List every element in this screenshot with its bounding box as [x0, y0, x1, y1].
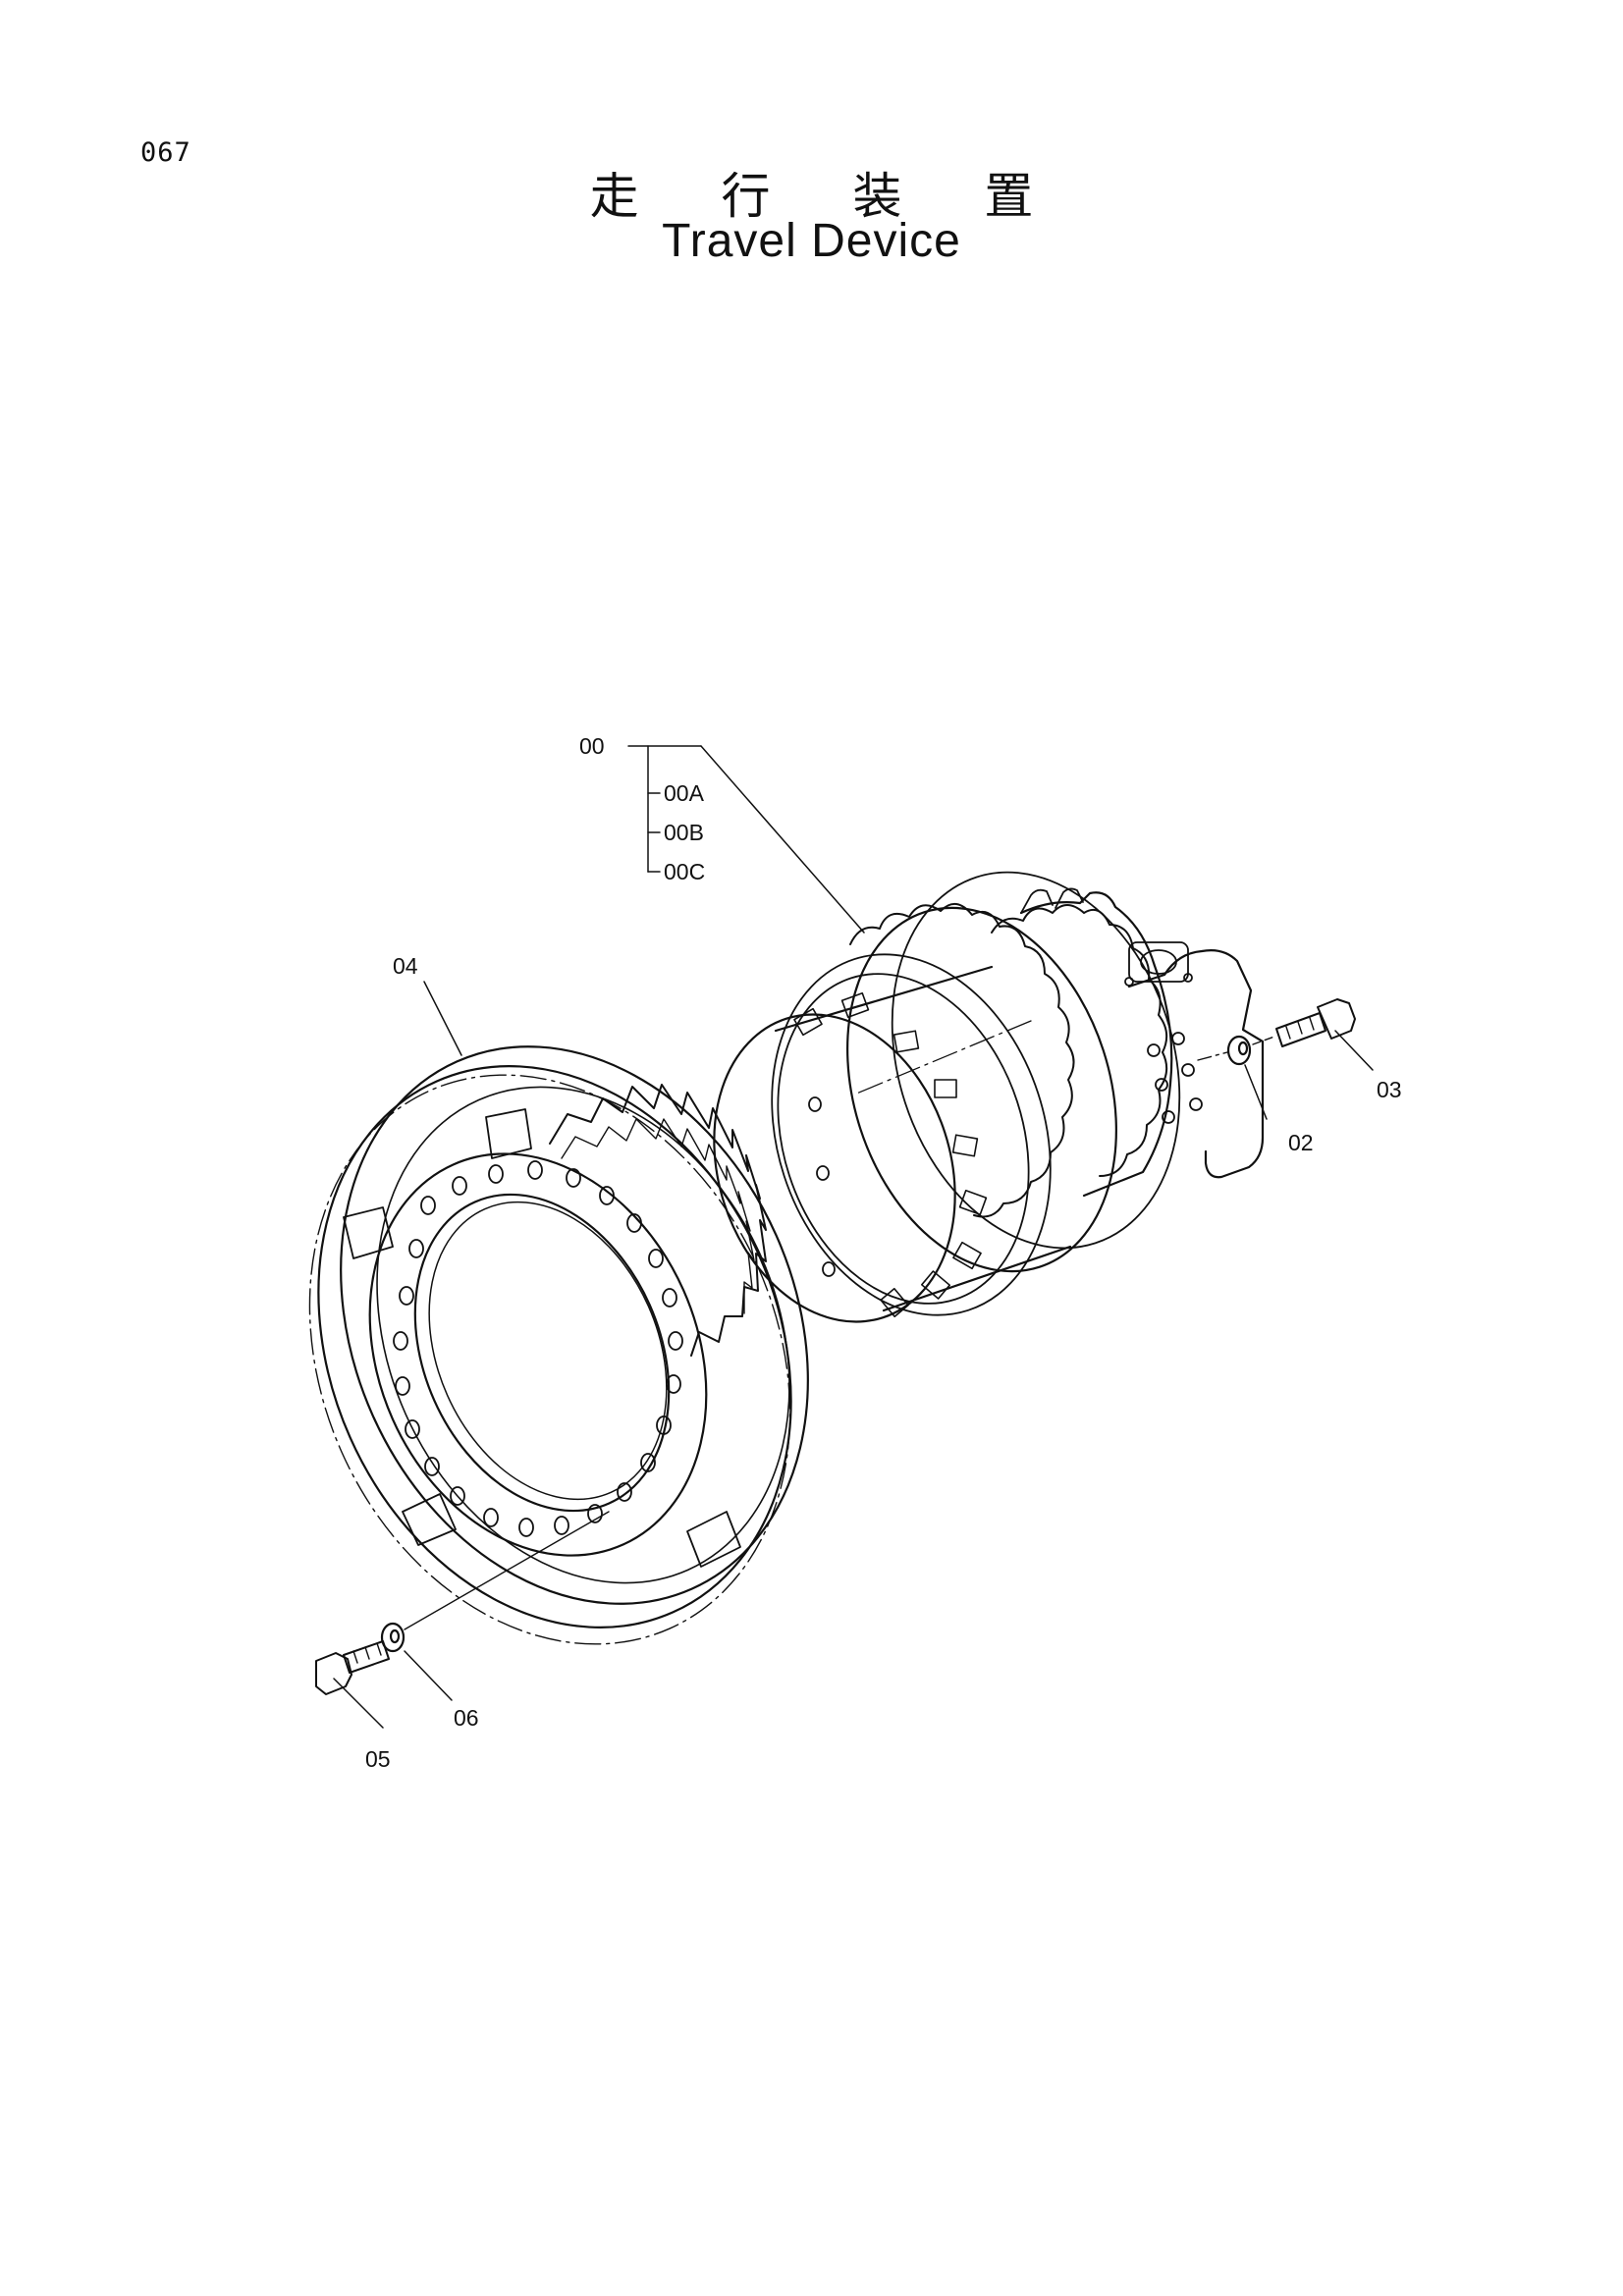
callout-00c: 00C	[664, 859, 705, 884]
page-number: 067	[140, 137, 191, 168]
callout-03: 03	[1377, 1077, 1402, 1102]
washer-part-02	[1197, 1035, 1275, 1066]
sprocket-part-04	[308, 1045, 809, 1645]
callout-00b: 00B	[664, 820, 704, 845]
callout-00a: 00A	[664, 780, 705, 806]
callout-05: 05	[365, 1746, 391, 1772]
callout-02: 02	[1288, 1130, 1314, 1155]
leader-lines	[333, 745, 1374, 1729]
title-japanese: 走 行 装 置	[589, 168, 1067, 225]
travel-motor-part-00	[713, 871, 1265, 1323]
washer-part-06	[380, 1511, 610, 1653]
callout-06: 06	[454, 1705, 479, 1731]
bolt-part-05	[315, 1640, 390, 1695]
callout-04: 04	[393, 953, 418, 979]
bolt-part-03	[1275, 998, 1356, 1047]
title-english: Travel Device	[662, 215, 961, 267]
callout-00: 00	[579, 733, 605, 759]
